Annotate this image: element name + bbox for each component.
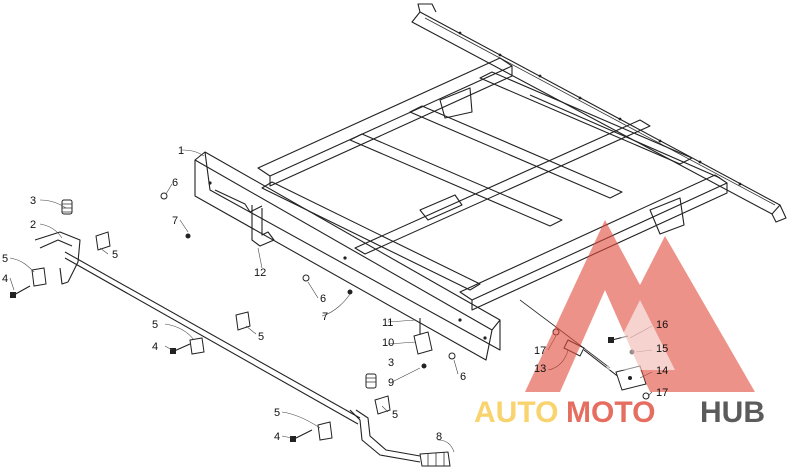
front-channel-beam xyxy=(194,151,501,361)
callout-5-e: 5 xyxy=(274,407,280,419)
callout-5-d: 5 xyxy=(258,331,264,343)
callout-15: 15 xyxy=(656,343,668,355)
bolts-and-nuts xyxy=(10,192,456,442)
callout-4-middle: 4 xyxy=(152,341,158,353)
watermark-triangle-inner xyxy=(605,300,675,370)
upper-left-lever xyxy=(34,199,81,285)
callout-3-right: 3 xyxy=(388,357,394,369)
callout-7-b: 7 xyxy=(322,311,328,323)
callout-4-left: 4 xyxy=(2,273,8,285)
frame-cross-members xyxy=(261,71,721,291)
watermark-text-hub: HUB xyxy=(700,396,765,429)
callout-16: 16 xyxy=(656,319,668,331)
callout-1: 1 xyxy=(178,145,184,157)
callout-labels: 1 2 3 3 4 4 4 5 5 5 5 5 5 6 6 6 7 7 8 9 … xyxy=(2,145,668,443)
mount-bracket xyxy=(251,205,275,247)
callout-12: 12 xyxy=(254,267,266,279)
clip-brackets xyxy=(31,231,391,441)
watermark-text-auto: AUTO xyxy=(474,396,558,429)
callout-5-a: 5 xyxy=(2,253,8,265)
rear-frame-rail xyxy=(411,3,787,223)
callout-13: 13 xyxy=(534,363,546,375)
watermark-triangle-outer xyxy=(525,220,755,392)
callout-14: 14 xyxy=(656,365,668,377)
callout-9: 9 xyxy=(388,377,394,389)
callout-6-b: 6 xyxy=(320,293,326,305)
callout-10: 10 xyxy=(382,337,394,349)
tie-rod-shaft xyxy=(64,251,361,425)
callout-7-a: 7 xyxy=(172,215,178,227)
frame-gusset-right xyxy=(649,197,685,235)
callout-8: 8 xyxy=(436,431,442,443)
watermark-logo: AUTO MOTO HUB xyxy=(474,220,765,429)
callout-17-left: 17 xyxy=(534,345,546,357)
callout-5-b: 5 xyxy=(112,249,118,261)
callout-6-a: 6 xyxy=(172,177,178,189)
frame-gusset-rear xyxy=(439,87,473,119)
callout-11: 11 xyxy=(382,317,393,329)
callout-17-right: 17 xyxy=(656,387,668,399)
callout-5-c: 5 xyxy=(152,319,158,331)
callout-3-left: 3 xyxy=(30,195,36,207)
watermark-text-moto: MOTO xyxy=(566,396,655,429)
lower-right-lever xyxy=(349,373,451,467)
callout-4-bottom: 4 xyxy=(274,431,280,443)
callout-5-f: 5 xyxy=(392,409,398,421)
callout-6-c: 6 xyxy=(460,371,466,383)
callout-2: 2 xyxy=(30,219,36,231)
